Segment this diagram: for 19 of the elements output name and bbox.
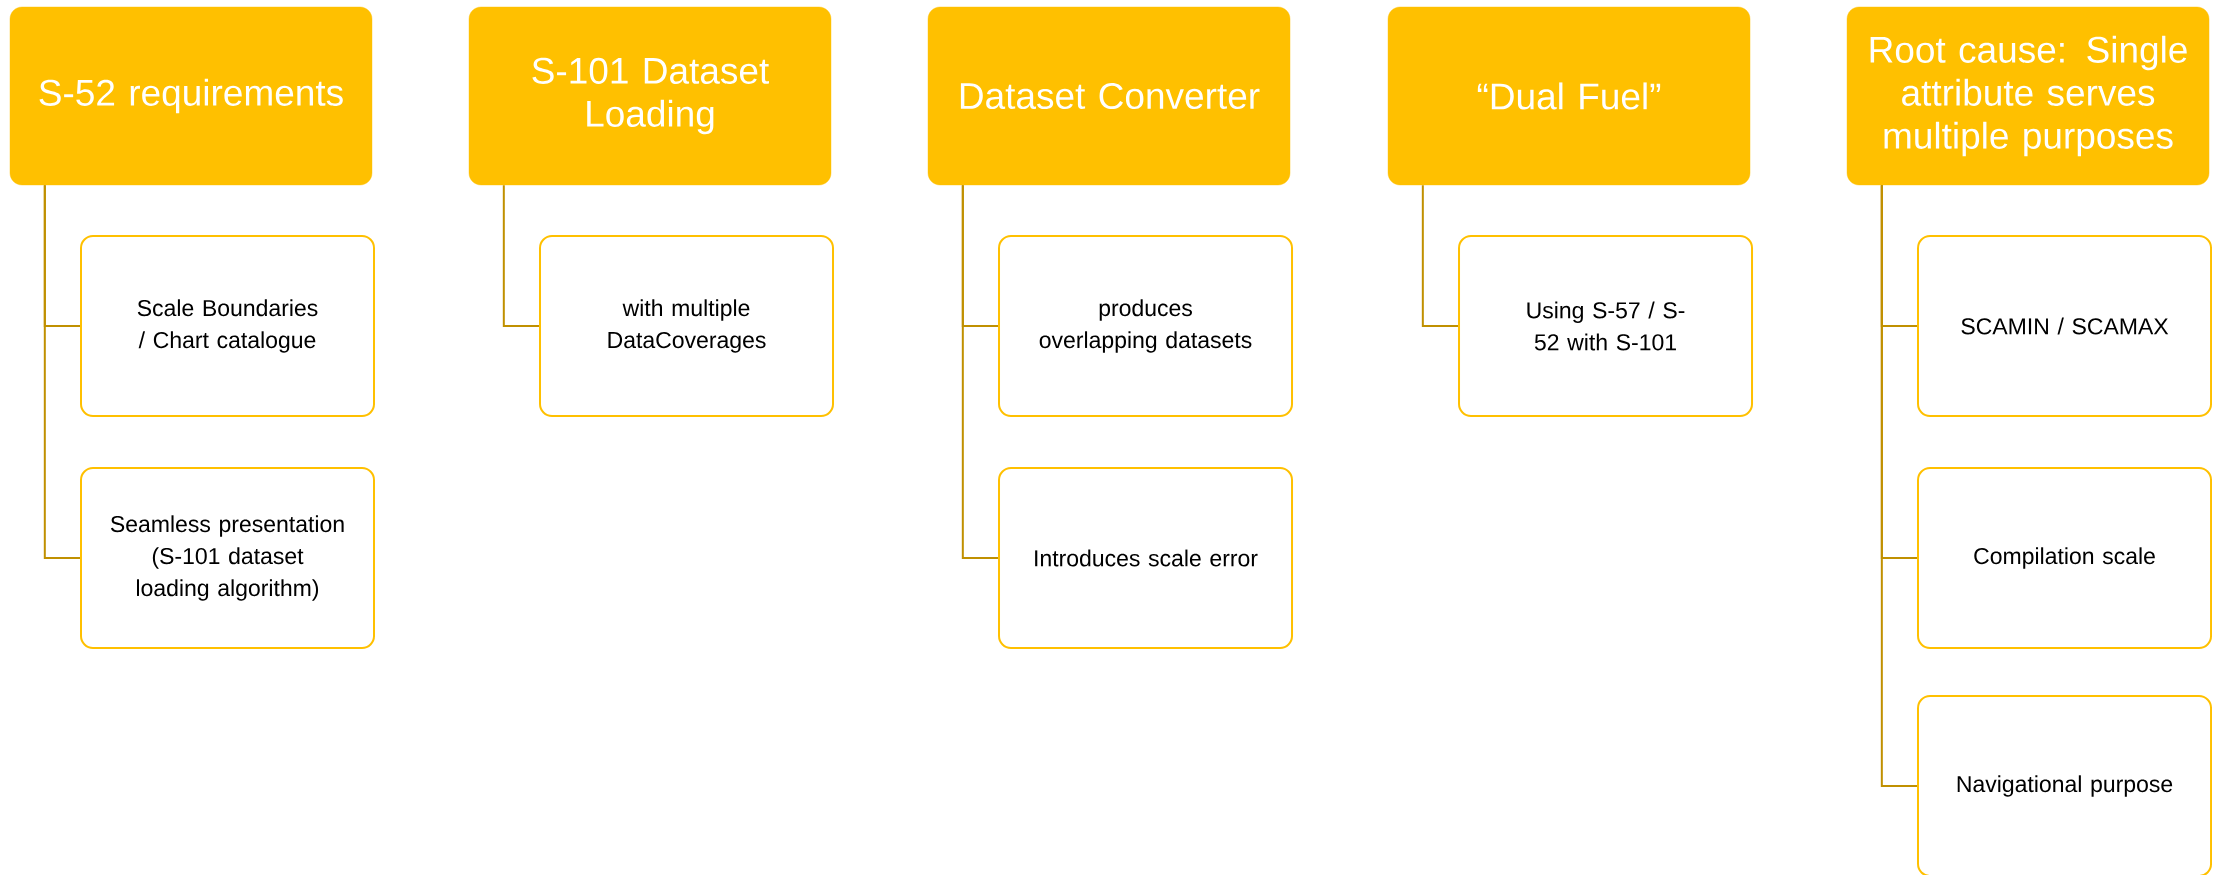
item-box: Scale Boundaries / Chart catalogue — [80, 235, 375, 417]
header-box: Root cause: Single attribute serves multiple purposes — [1846, 6, 2210, 186]
item-box: Navigational purpose — [1917, 695, 2213, 875]
connector-line — [1880, 184, 1919, 787]
header-box: S-52 requirements — [9, 6, 373, 186]
item-box: with multiple DataCoverages — [539, 235, 834, 417]
header-box: Dataset Converter — [927, 6, 1291, 186]
item-box: Introduces scale error — [998, 467, 1293, 649]
item-box: SCAMIN / SCAMAX — [1917, 235, 2213, 417]
connector-line — [961, 184, 999, 559]
connector-line — [43, 184, 81, 559]
connector-line — [1421, 184, 1459, 327]
item-box: produces overlapping datasets — [998, 235, 1293, 417]
header-box: S-101 Dataset Loading — [468, 6, 832, 186]
item-box: Using S-57 / S-52 with S-101 — [1458, 235, 1753, 417]
item-box: Compilation scale — [1917, 467, 2213, 649]
item-box: Seamless presentation (S-101 dataset loading algorithm) — [80, 467, 375, 649]
connector-line — [502, 184, 540, 327]
header-box: “Dual Fuel” — [1387, 6, 1751, 186]
